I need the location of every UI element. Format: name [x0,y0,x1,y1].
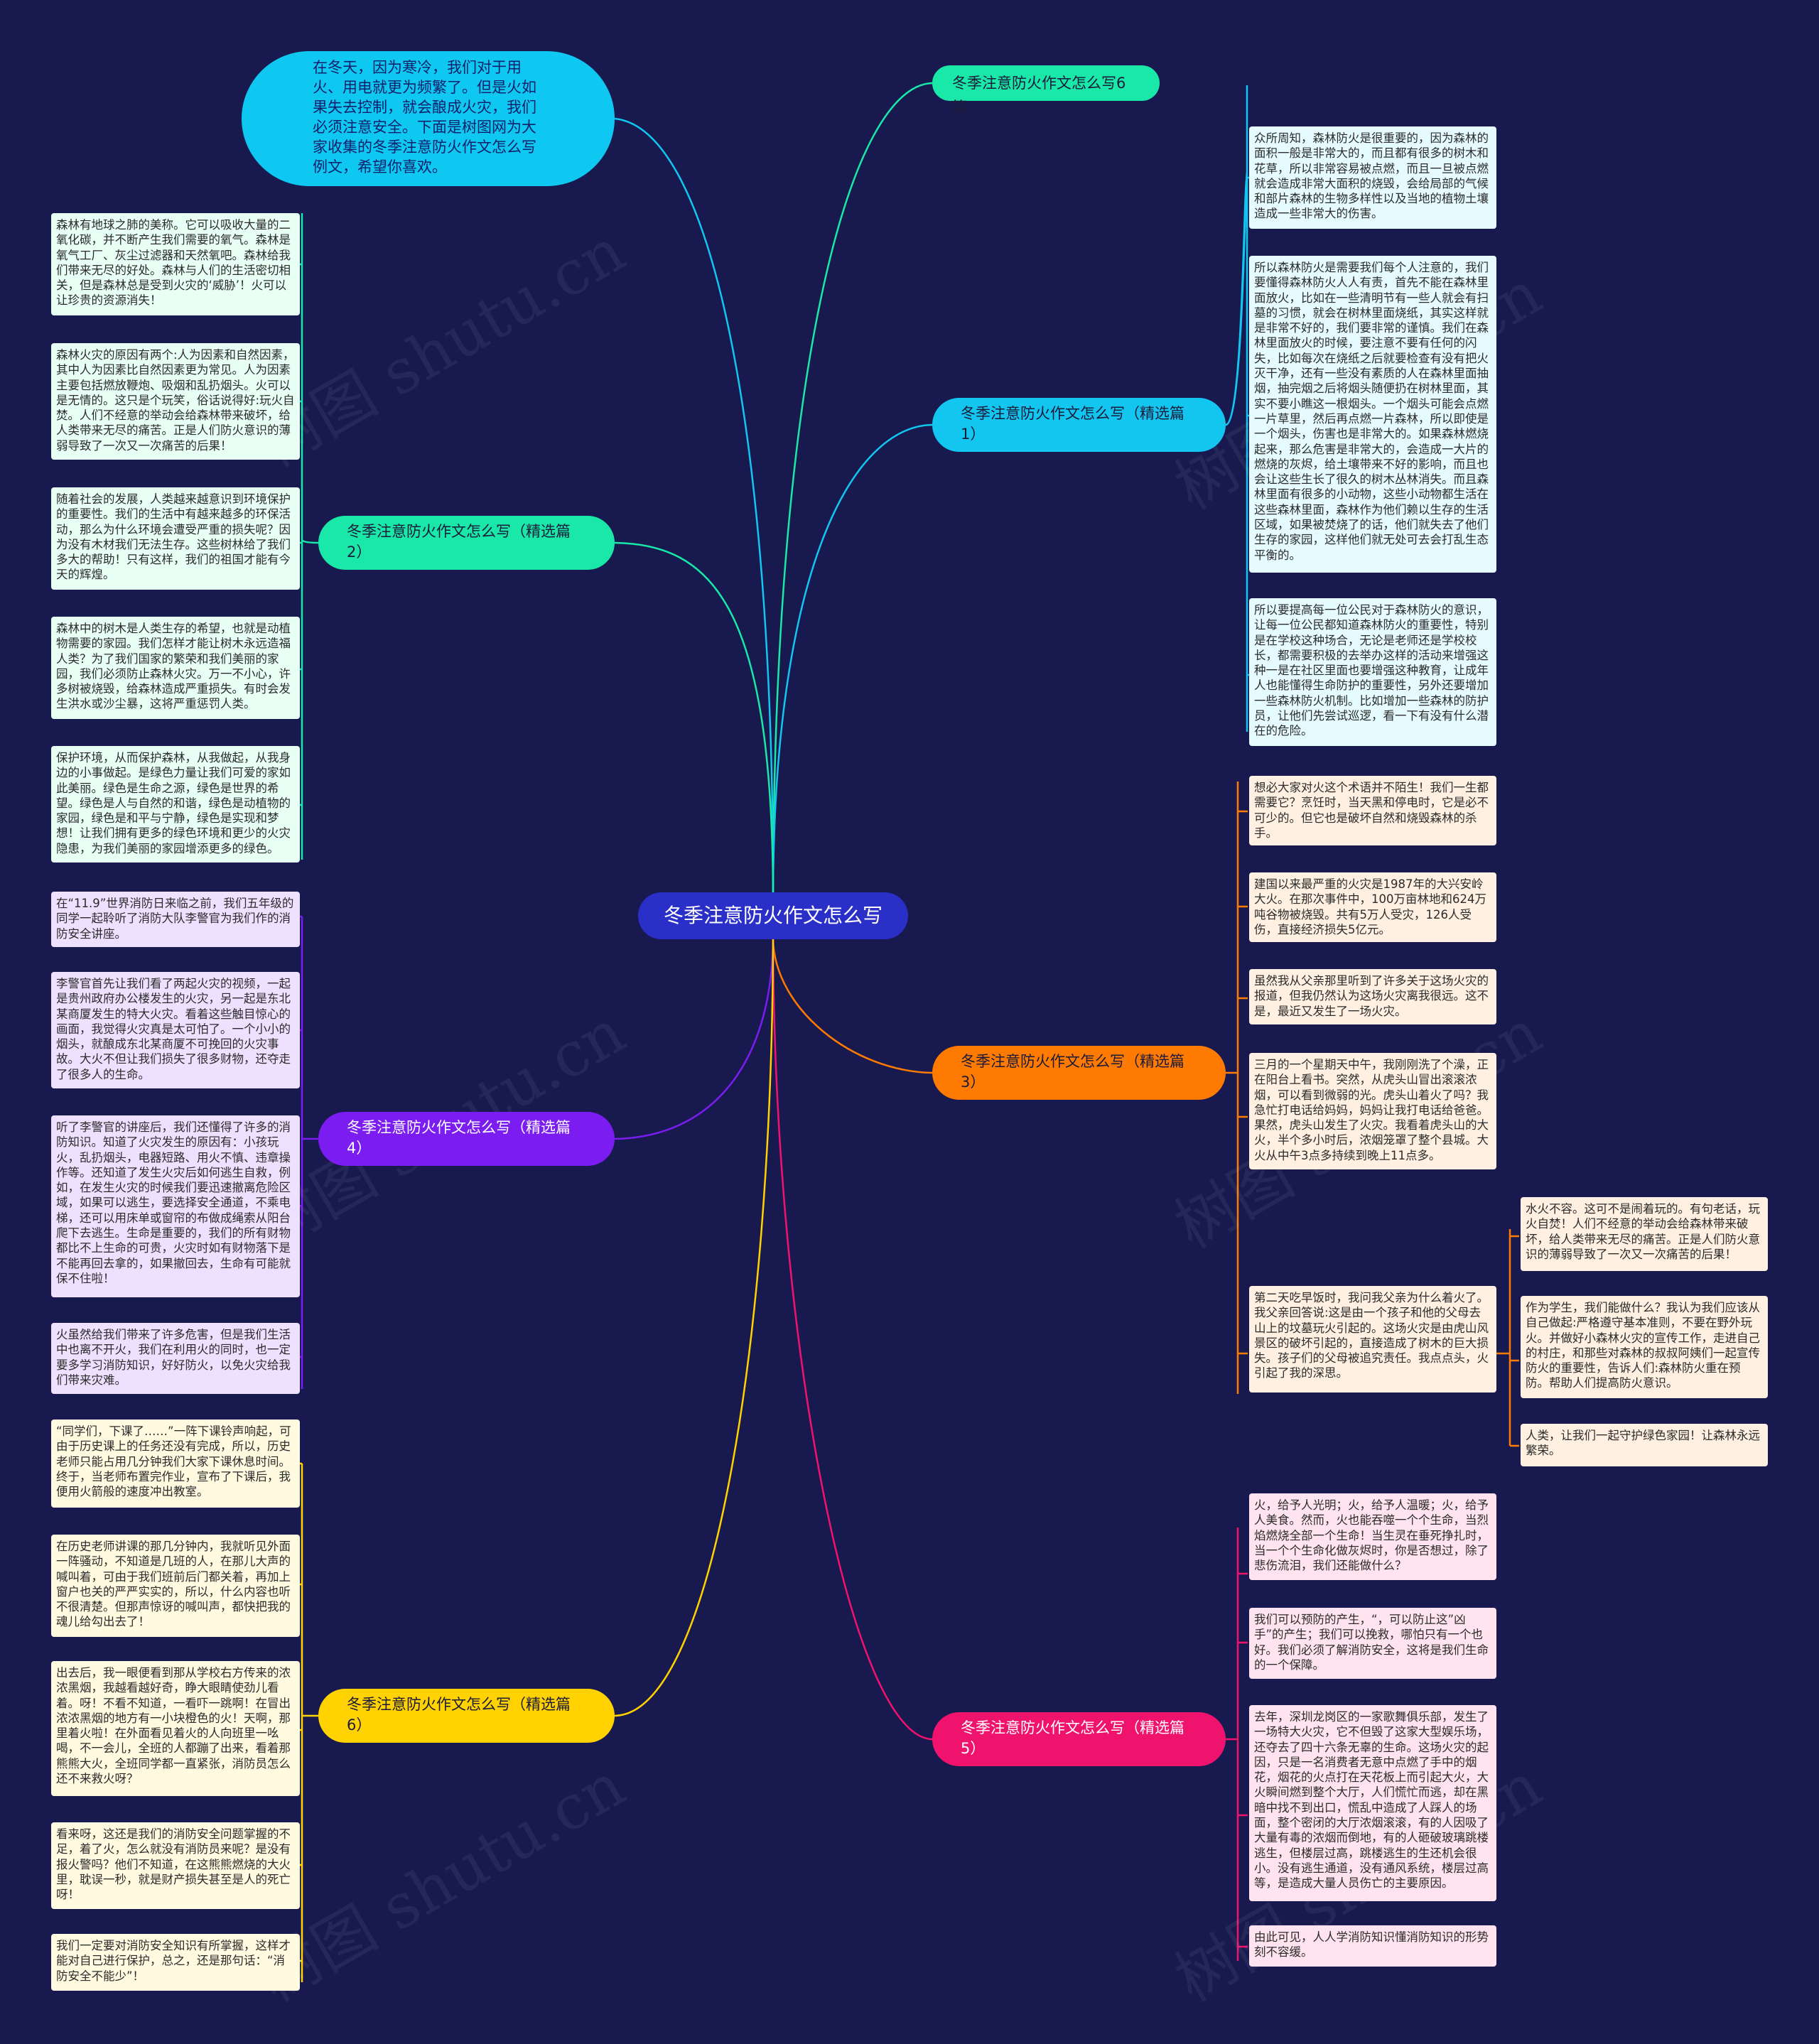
edge-root-b4 [614,939,774,1140]
leaf-a6-4[interactable]: 看来呀，这还是我们的消防安全问题掌握的不足，着了火，怎么就没有消防员来呢？是没有… [51,1822,300,1909]
leaf-a5-2[interactable]: 我们可以预防的产生，“，可以防止这”凶手”的产生；我们可以挽救，哪怕只有一个也好… [1249,1608,1496,1679]
leaf-a6-3[interactable]: 出去后，我一眼便看到那从学校右方传来的浓浓黑烟，我越看越好奇，睁大眼睛使劲儿看着… [51,1661,300,1796]
intro-node[interactable]: 在冬天，因为寒冷，我们对于用火、用电就更为频繁了。但是火如果失去控制，就会酿成火… [242,51,615,186]
leaf-a3-2[interactable]: 建国以来最严重的火灾是1987年的大兴安岭大火。在那次事件中，100万亩林地和6… [1249,872,1496,942]
edge-root-b5 [772,939,933,1741]
leaf-a5-1[interactable]: 火，给予人光明；火，给予人温暖；火，给予人美食。然而，火也能吞噬一个个生命，当烈… [1249,1493,1496,1580]
branch-6-articles[interactable]: 冬季注意防火作文怎么写6篇 [932,65,1160,116]
edge-root-b1 [772,423,933,893]
leaf-a2-1[interactable]: 森林有地球之肺的美称。它可以吸收大量的二氧化碳，并不断产生我们需要的氧气。森林是… [51,213,300,315]
branch-article-1[interactable]: 冬季注意防火作文怎么写（精选篇1） [932,398,1226,452]
leaf-a4-3[interactable]: 听了李警官的讲座后，我们还懂得了许多的消防知识。知道了火灾发生的原因有：小孩玩火… [51,1115,300,1297]
leaf-a3-3[interactable]: 虽然我从父亲那里听到了许多关于这场火灾的报道，但我仍然认为这场火灾离我很远。这不… [1249,969,1496,1024]
leaf-a1-3[interactable]: 所以要提高每一位公民对于森林防火的意识，让每一位公民都知道森林防火的重要性，特别… [1249,598,1496,746]
edge-root-b6l [614,939,774,1717]
leaf-a6-5[interactable]: 我们一定要对消防安全知识有所掌握，这样才能对自己进行保护，总之，还是那句话：“消… [51,1934,300,1991]
branch-article-3[interactable]: 冬季注意防火作文怎么写（精选篇3） [932,1046,1226,1100]
branch-article-2[interactable]: 冬季注意防火作文怎么写（精选篇2） [318,516,615,570]
leaf-a3-4[interactable]: 三月的一个星期天中午，我刚刚洗了个澡，正在阳台上看书。突然，从虎头山冒出滚滚浓烟… [1249,1053,1496,1169]
edge-root-intro [614,117,774,893]
leaf-a3-sub-1[interactable]: 水火不容。这可不是闹着玩的。有句老话，玩火自焚！人们不经意的举动会给森林带来破坏… [1521,1197,1768,1271]
branch-article-5[interactable]: 冬季注意防火作文怎么写（精选篇5） [932,1712,1226,1766]
leaf-a4-1[interactable]: 在“11.9”世界消防日来临之前，我们五年级的同学一起聆听了消防大队李警官为我们… [51,892,300,947]
leaf-a2-3[interactable]: 随着社会的发展，人类越来越意识到环境保护的重要性。我们的生活中有越来越多的环保活… [51,487,300,590]
leaf-a2-2[interactable]: 森林火灾的原因有两个:人为因素和自然因素，其中人为因素比自然因素更为常见。人为因… [51,343,300,460]
root-topic[interactable]: 冬季注意防火作文怎么写 [638,892,908,939]
leaf-a2-5[interactable]: 保护环境，从而保护森林，从我做起，从我身边的小事做起。是绿色力量让我们可爱的家如… [51,746,300,863]
leaf-a5-3[interactable]: 去年，深圳龙岗区的一家歌舞俱乐部，发生了一场特大火灾，它不但毁了这家大型娱乐场，… [1249,1705,1496,1901]
leaf-a4-4[interactable]: 火虽然给我们带来了许多危害，但是我们生活中也离不开火，我们在利用火的同时，也一定… [51,1323,300,1394]
edge-root-b6 [772,82,933,893]
edge-root-b3 [772,939,933,1074]
leaf-a3-sub-3[interactable]: 人类，让我们一起守护绿色家园！让森林永远繁荣。 [1521,1424,1768,1466]
edge-root-b2 [614,541,774,893]
leaf-a3-1[interactable]: 想必大家对火这个术语并不陌生！我们一生都需要它？烹饪时，当天黑和停电时，它是必不… [1249,776,1496,845]
leaf-a2-4[interactable]: 森林中的树木是人类生存的希望，也就是动植物需要的家园。我们怎样才能让树木永远造福… [51,617,300,719]
leaf-a4-2[interactable]: 李警官首先让我们看了两起火灾的视频，一起是贵州政府办公楼发生的火灾，另一起是东北… [51,972,300,1088]
leaf-a5-4[interactable]: 由此可见，人人学消防知识懂消防知识的形势刻不容缓。 [1249,1925,1496,1967]
leaf-a6-2[interactable]: 在历史老师讲课的那几分钟内，我就听见外面一阵骚动，不知道是几班的人，在那儿大声的… [51,1535,300,1637]
leaf-a3-5[interactable]: 第二天吃早饭时，我问我父亲为什么着火了。我父亲回答说:这是由一个孩子和他的父母去… [1249,1286,1496,1393]
leaf-a6-1[interactable]: “同学们，下课了……”一阵下课铃声响起，可由于历史课上的任务还没有完成，所以，历… [51,1420,300,1508]
leaf-a3-sub-2[interactable]: 作为学生，我们能做什么？我认为我们应该从自己做起:严格遵守基本准则，不要在野外玩… [1521,1296,1768,1398]
leaf-a1-1[interactable]: 众所周知，森林防火是很重要的，因为森林的面积一般是非常大的，而且都有很多的树木和… [1249,126,1496,229]
leaf-a1-2[interactable]: 所以森林防火是需要我们每个人注意的，我们要懂得森林防火人人有责，首先不能在森林里… [1249,256,1496,573]
branch-article-6[interactable]: 冬季注意防火作文怎么写（精选篇6） [318,1689,615,1743]
branch-article-4[interactable]: 冬季注意防火作文怎么写（精选篇4） [318,1112,615,1166]
